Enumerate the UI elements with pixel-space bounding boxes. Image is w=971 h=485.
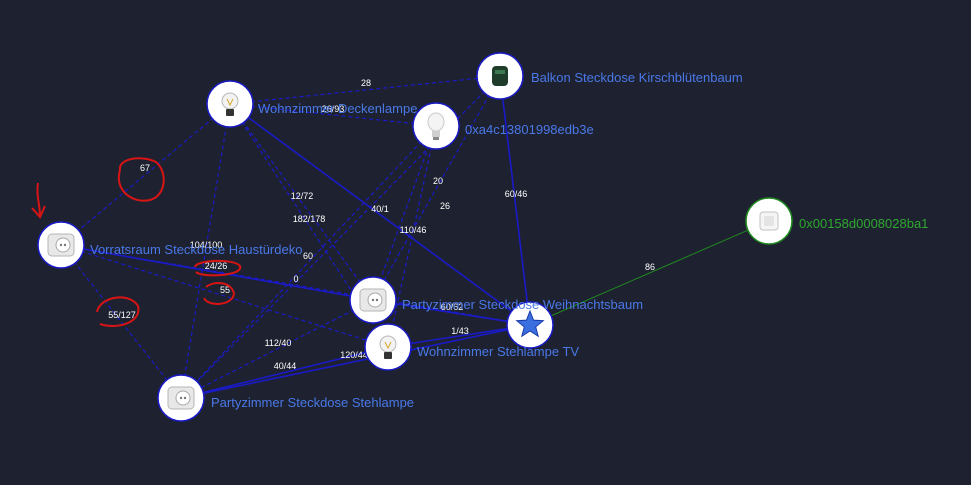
network-link: [372, 75, 501, 301]
node-label: Partyzimmer Steckdose Weihnachtsbaum: [402, 297, 643, 312]
network-link: [180, 75, 501, 399]
link-quality-label: 24/26: [205, 261, 228, 271]
network-link: [60, 244, 182, 399]
link-quality-label: 112/40: [265, 338, 292, 348]
network-link: [229, 103, 374, 301]
network-link: [60, 244, 389, 348]
device-node[interactable]: Partyzimmer Steckdose Weihnachtsbaum: [349, 276, 643, 324]
link-quality-label: 67: [140, 163, 150, 173]
network-link: [499, 75, 531, 326]
star-icon: [515, 309, 545, 338]
network-link: [529, 220, 770, 326]
network-link: [372, 125, 437, 301]
filament-bulb-icon: [379, 335, 397, 359]
node-label: Wohnzimmer Stehlampe TV: [417, 344, 579, 359]
link-quality-label: 26: [440, 201, 450, 211]
link-quality-label: 55: [220, 285, 230, 295]
edge-labels-layer: 28 26/93 67 104/100 12/72 182/178 40/1 20 26 60/4…: [108, 78, 655, 371]
nodes-layer[interactable]: Wohnzimmer Deckenlampe Balkon Steckdose K…: [37, 52, 928, 422]
red-annotation-circle-24-26: [194, 259, 242, 277]
link-quality-label: 104/100: [190, 240, 223, 250]
device-node[interactable]: 0x00158d0008028ba1: [745, 197, 928, 245]
filament-bulb-icon: [221, 92, 239, 116]
link-quality-label: 60: [303, 251, 313, 261]
node-label: 0xa4c13801998edb3e: [465, 122, 594, 137]
link-quality-label: 0: [293, 274, 298, 284]
device-node[interactable]: Wohnzimmer Stehlampe TV: [364, 323, 579, 371]
link-quality-label: 120/44: [340, 350, 368, 360]
link-quality-label: 60/62: [441, 302, 464, 312]
node-label: 0x00158d0008028ba1: [799, 216, 928, 231]
network-link: [229, 75, 501, 105]
link-quality-label: 86: [645, 262, 655, 272]
device-node[interactable]: Balkon Steckdose Kirschblütenbaum: [476, 52, 743, 100]
link-quality-label: 12/72: [291, 191, 314, 201]
red-annotation-circle-67: [117, 157, 165, 202]
network-link: [60, 244, 374, 301]
device-node[interactable]: Partyzimmer Steckdose Stehlampe: [157, 374, 414, 422]
link-quality-label: 110/46: [400, 225, 427, 235]
network-link: [180, 299, 374, 399]
node-label: Vorratsraum Steckdose Haustürdeko: [90, 242, 302, 257]
link-quality-label: 55/127: [108, 310, 136, 320]
link-quality-label: 60/46: [505, 189, 528, 199]
network-link: [372, 299, 531, 326]
network-link: [229, 103, 531, 326]
device-node[interactable]: Wohnzimmer Deckenlampe: [206, 80, 417, 128]
link-quality-label: 1/43: [451, 326, 469, 336]
link-quality-label: 40/44: [274, 361, 297, 371]
link-quality-label: 20: [433, 176, 443, 186]
node-label: Partyzimmer Steckdose Stehlampe: [211, 395, 414, 410]
outdoor-plug-icon: [492, 66, 508, 86]
link-quality-label: 26/93: [322, 104, 345, 114]
network-link: [387, 125, 437, 348]
red-annotation-circle-55: [203, 281, 236, 305]
sensor-icon: [759, 211, 779, 231]
device-node[interactable]: 0xa4c13801998edb3e: [412, 102, 594, 150]
red-annotation-arrow-head: [31, 205, 46, 219]
led-bulb-icon: [427, 112, 445, 140]
node-label: Balkon Steckdose Kirschblütenbaum: [531, 70, 743, 85]
smart-plug-icon: [359, 288, 387, 312]
node-label: Wohnzimmer Deckenlampe: [258, 101, 417, 116]
smart-plug-icon: [167, 386, 195, 410]
smart-plug-icon: [47, 233, 75, 257]
device-node[interactable]: Vorratsraum Steckdose Haustürdeko: [37, 221, 302, 269]
network-link: [180, 103, 231, 399]
network-link: [387, 324, 531, 348]
network-link: [180, 324, 531, 399]
network-link: [180, 125, 437, 399]
link-quality-label: 40/1: [371, 204, 389, 214]
red-annotation-arrow: [36, 182, 41, 217]
network-link: [60, 103, 231, 246]
annotations-layer: [31, 157, 242, 327]
edges-layer: [60, 75, 770, 399]
link-quality-label: 28: [361, 78, 371, 88]
link-quality-label: 182/178: [293, 214, 326, 224]
coordinator-node[interactable]: [506, 301, 554, 349]
network-link: [180, 346, 389, 399]
red-annotation-circle-55-127: [96, 296, 140, 327]
